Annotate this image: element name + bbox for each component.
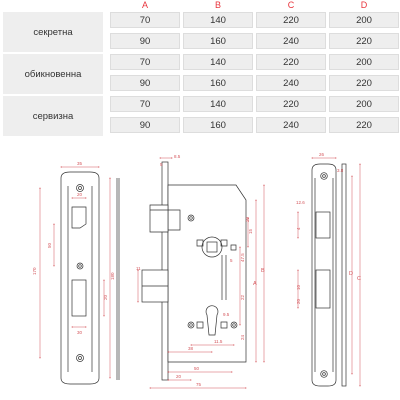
dimension-value-d: 220 — [329, 75, 399, 91]
dimension-value-b: 140 — [183, 96, 253, 112]
column-header-a: A — [141, 0, 148, 10]
dimension-value-b: 160 — [183, 75, 253, 91]
lock-body-view — [141, 161, 247, 381]
dim-label: 30 — [77, 330, 83, 335]
dim-label: 10 — [296, 284, 301, 290]
lock-technical-drawings: 35 20 170 180 50 20 30 — [32, 152, 361, 389]
lock-body-dimensions — [137, 157, 265, 389]
faceplate-front-view — [60, 171, 120, 385]
dimension-value-c: 240 — [256, 117, 326, 133]
dim-label: 22 — [240, 294, 245, 300]
dim-label: 5 — [160, 162, 163, 167]
dimension-value-c: 220 — [256, 12, 326, 28]
dimension-value-a: 90 — [110, 117, 180, 133]
side-view-labels: 26 3.8 12.6 4 D C 10 20 — [296, 152, 361, 304]
dim-label: 11 — [136, 266, 141, 271]
dim-label: 20 — [103, 294, 108, 300]
dim-label: 12.6 — [296, 200, 305, 205]
dimension-value-c: 220 — [256, 54, 326, 70]
dimension-value-a: 90 — [110, 75, 180, 91]
dim-label: 38 — [188, 346, 194, 351]
lock-type-label: обикновенна — [3, 54, 103, 94]
faceplate-front-dimensions — [39, 166, 111, 379]
dim-label: 20 — [296, 298, 301, 304]
faceplate-front-labels: 35 20 170 180 50 20 30 — [32, 161, 115, 335]
column-header-b: B — [214, 0, 221, 10]
dim-label: 180 — [110, 272, 115, 280]
dimension-value-a: 70 — [110, 96, 180, 112]
dimension-value-d: 200 — [329, 96, 399, 112]
dimension-value-c: 240 — [256, 75, 326, 91]
dim-label: 24 — [240, 334, 245, 340]
dim-label: A — [253, 281, 257, 287]
lock-type-label: секретна — [3, 12, 103, 52]
column-header-c: C — [287, 0, 295, 10]
dim-label: 8.5 — [174, 154, 181, 159]
dimension-value-a: 70 — [110, 12, 180, 28]
dim-label: 3.8 — [337, 168, 344, 173]
dim-label: 20 — [77, 192, 83, 197]
dim-label: 20 — [245, 216, 250, 222]
dim-label: B — [261, 268, 265, 274]
side-view — [311, 163, 347, 387]
dim-label: D — [349, 271, 353, 277]
dim-label: 50 — [47, 242, 52, 248]
dimension-value-a: 70 — [110, 54, 180, 70]
side-view-dimensions — [297, 157, 361, 387]
dimension-value-b: 140 — [183, 12, 253, 28]
dim-label: 170 — [32, 267, 37, 275]
lock-type-label: сервизна — [3, 96, 103, 136]
dim-label: 35 — [77, 161, 83, 166]
dim-label: 11.5 — [214, 339, 223, 344]
dimension-value-d: 220 — [329, 117, 399, 133]
dimension-value-b: 140 — [183, 54, 253, 70]
dim-label: 26 — [319, 152, 325, 157]
dimension-value-d: 200 — [329, 54, 399, 70]
dim-label: 5 — [230, 258, 233, 263]
dim-label: 75 — [196, 382, 202, 387]
dim-label: 47.5 — [240, 253, 245, 262]
dimension-value-d: 200 — [329, 12, 399, 28]
dimension-value-d: 220 — [329, 33, 399, 49]
dim-label: 4 — [296, 227, 301, 230]
dim-label: 15 — [248, 228, 253, 234]
dimension-value-a: 90 — [110, 33, 180, 49]
dimension-value-b: 160 — [183, 33, 253, 49]
dimension-value-c: 240 — [256, 33, 326, 49]
dim-label: 20 — [176, 374, 182, 379]
dimension-value-c: 220 — [256, 96, 326, 112]
dim-label: 50 — [194, 366, 200, 371]
lock-body-labels: 8.5 5 20 15 47.5 5 22 A B 11 9.5 24 20 1… — [136, 154, 265, 387]
dim-label: 9.5 — [223, 312, 230, 317]
column-header-d: D — [360, 0, 368, 10]
dim-label: C — [357, 276, 361, 282]
dimension-value-b: 160 — [183, 117, 253, 133]
